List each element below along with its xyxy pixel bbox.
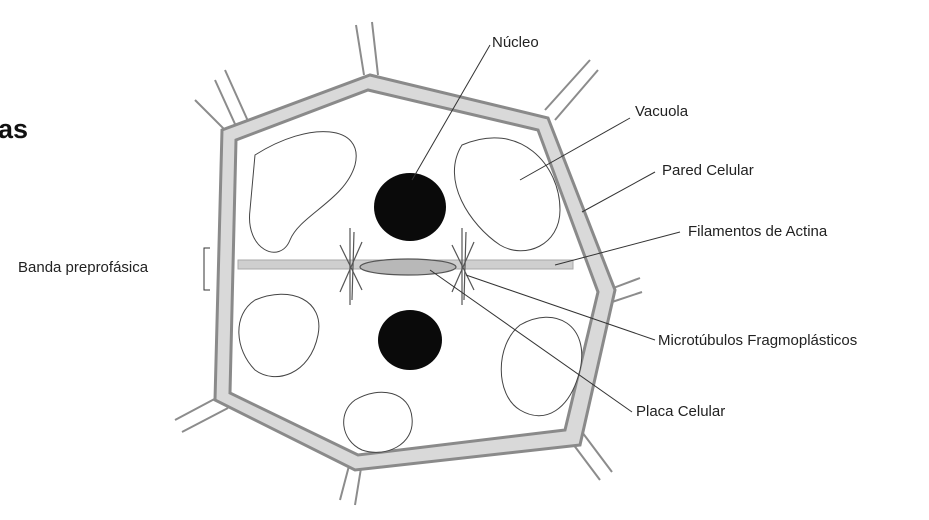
label-placa-celular: Placa Celular bbox=[636, 403, 725, 420]
nucleus-top bbox=[374, 173, 446, 241]
label-filamentos-actina: Filamentos de Actina bbox=[688, 223, 828, 240]
label-banda-preprofasica: Banda preprofásica bbox=[18, 259, 149, 276]
cell-plate bbox=[360, 259, 456, 275]
label-vacuola: Vacuola bbox=[635, 103, 689, 120]
label-microtubulos: Microtúbulos Fragmoplásticos bbox=[658, 332, 857, 349]
label-pared-celular: Pared Celular bbox=[662, 162, 754, 179]
label-nucleo: Núcleo bbox=[492, 34, 539, 51]
nucleus-bottom bbox=[378, 310, 442, 370]
heading-fragment: as bbox=[0, 114, 28, 144]
